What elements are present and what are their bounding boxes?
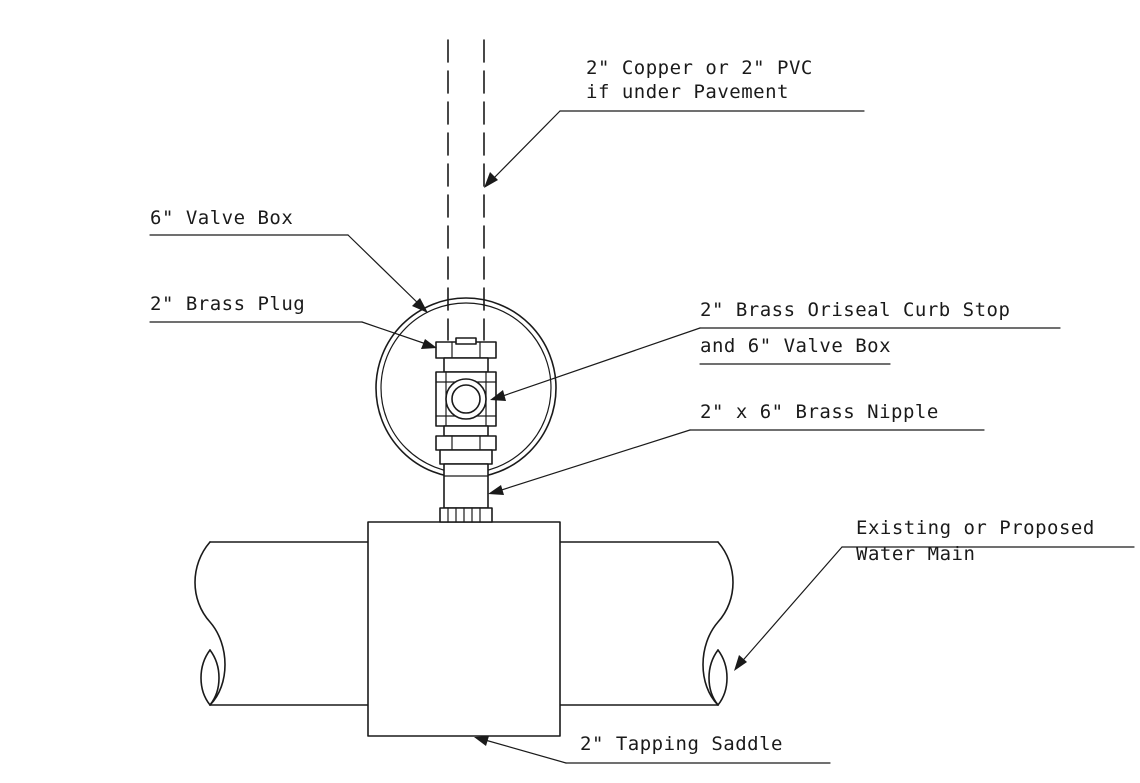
pipe-label-line2: if under Pavement [586,81,789,103]
pipe-label-line1: 2" Copper or 2" PVC [586,57,813,79]
service-pipe [447,39,485,341]
curb-stop-assembly [435,337,497,451]
water-main-callout: Existing or Proposed Water Main [734,517,1135,671]
main-label-line1: Existing or Proposed [856,517,1095,539]
curb-stop-label-line2: and 6" Valve Box [700,335,891,357]
curb-stop-label-line1: 2" Brass Oriseal Curb Stop [700,299,1010,321]
brass-nipple [439,449,493,523]
water-main-pipe [194,541,734,706]
saddle-callout: 2" Tapping Saddle [474,733,831,764]
main-label-line2: Water Main [856,543,975,565]
saddle-label: 2" Tapping Saddle [580,733,783,755]
pipe-callout: 2" Copper or 2" PVC if under Pavement [484,57,865,188]
valve-box-label: 6" Valve Box [150,207,293,229]
valve-box-callout: 6" Valve Box [149,207,428,313]
tapping-saddle [367,521,561,737]
brass-plug-callout: 2" Brass Plug [149,293,437,349]
brass-plug-label: 2" Brass Plug [150,293,305,315]
nipple-callout: 2" x 6" Brass Nipple [488,401,985,495]
curb-stop-callout: 2" Brass Oriseal Curb Stop and 6" Valve … [490,299,1061,401]
nipple-label: 2" x 6" Brass Nipple [700,401,939,423]
